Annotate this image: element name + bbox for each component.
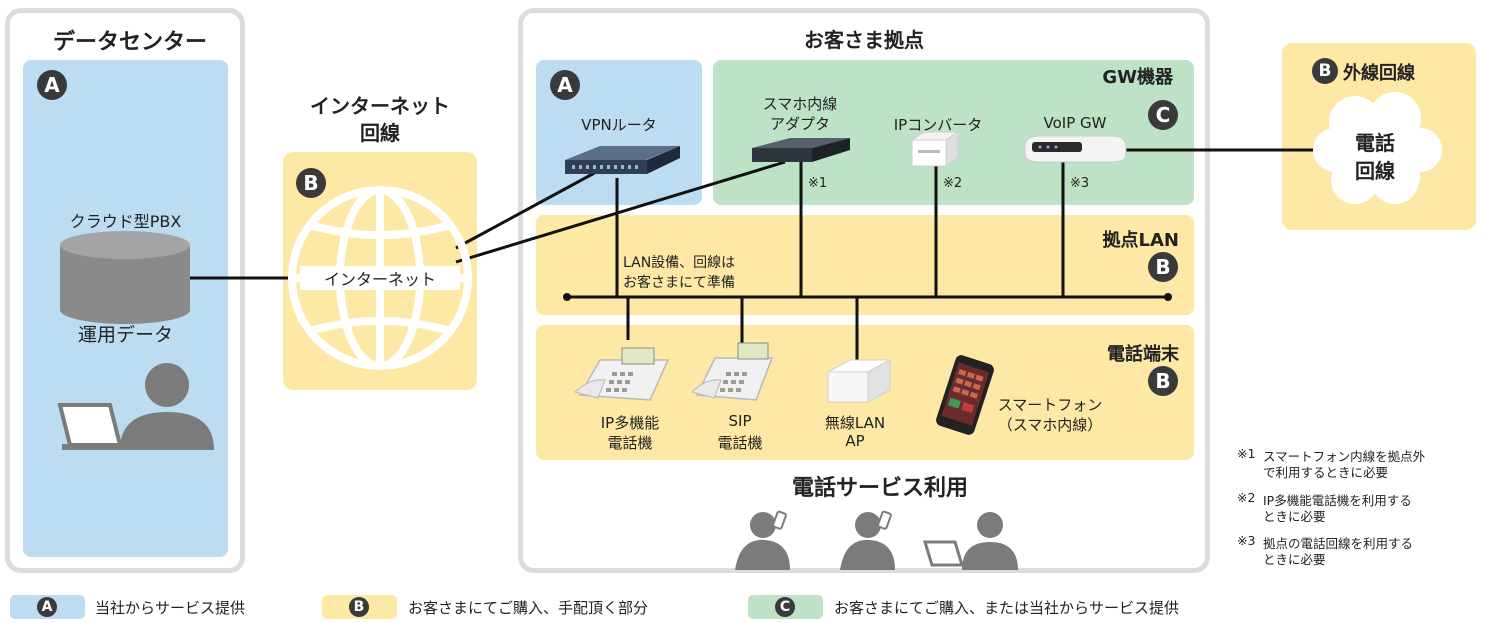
- ip-phone-label-line1: IP多機能: [600, 414, 660, 432]
- sip-phone-label-line2: 電話機: [717, 434, 763, 452]
- site-frame: [518, 8, 1210, 573]
- note-3-line1: 拠点の電話回線を利用する: [1263, 536, 1414, 551]
- terminals-title: 電話端末: [1107, 344, 1179, 365]
- lan-note-line2: お客さまにて準備: [623, 275, 735, 291]
- lan-endpoint-left: [563, 293, 571, 301]
- ap-label-line1: 無線LAN: [824, 414, 886, 432]
- note-2-line2: ときに必要: [1263, 509, 1326, 524]
- datacenter-badge: A: [37, 70, 67, 100]
- ip-converter-icon: [910, 131, 960, 167]
- smartphone-icon: [936, 355, 994, 435]
- voip-label: VoIP GW: [1043, 114, 1107, 132]
- wireless-ap-icon: [827, 359, 891, 403]
- internet-badge: B: [296, 168, 326, 198]
- legend-b-swatch: B: [322, 595, 397, 619]
- site-title: お客さま拠点: [804, 28, 924, 52]
- note-1-line2: で利用するときに必要: [1263, 465, 1389, 480]
- converter-label: IPコンバータ: [893, 116, 983, 134]
- internet-to-vpn-line: [455, 168, 601, 250]
- legend-b-text: お客さまにてご購入、手配頂く部分: [408, 599, 649, 617]
- voip-gateway-icon: [1024, 135, 1127, 163]
- pbx-label: クラウド型PBX: [69, 212, 182, 231]
- smartphone-label-line2: （スマホ内線）: [997, 416, 1103, 434]
- datacenter-frame: [5, 8, 245, 573]
- internet-title-line1: インターネット: [310, 94, 450, 118]
- converter-note-mark: ※2: [943, 176, 963, 191]
- lan-badge: B: [1148, 252, 1178, 282]
- legend-a-swatch: A: [10, 595, 85, 619]
- lan-endpoint-right: [1164, 293, 1172, 301]
- datacenter-title: データセンター: [52, 30, 207, 55]
- ip-phone-label-line2: 電話機: [607, 434, 653, 452]
- note-1-line1: スマートフォン内線を拠点外: [1263, 449, 1426, 464]
- note-2-line1: IP多機能電話機を利用する: [1263, 493, 1412, 508]
- note-2-mark: ※2: [1237, 490, 1256, 505]
- vpn-badge: A: [550, 70, 580, 100]
- external-title: 外線回線: [1343, 63, 1415, 84]
- internet-to-adapter-line: [455, 160, 786, 264]
- adapter-note-mark: ※1: [808, 176, 828, 191]
- voip-note-mark: ※3: [1070, 176, 1090, 191]
- vpn-router-label: VPNルータ: [581, 116, 657, 134]
- phone-line-label-line2: 回線: [1355, 159, 1395, 183]
- sip-phone-icon: [691, 342, 774, 401]
- cloud-icon: [1313, 92, 1442, 204]
- lan-title: 拠点LAN: [1102, 230, 1179, 251]
- external-badge: B: [1312, 58, 1338, 84]
- usage-title: 電話サービス利用: [791, 476, 968, 501]
- gw-badge: C: [1148, 100, 1178, 130]
- gw-title: GW機器: [1102, 67, 1173, 88]
- legend-a-badge: A: [37, 597, 57, 617]
- operator-laptop-icon: [57, 363, 214, 450]
- adapter-label-line2: アダプタ: [769, 115, 830, 133]
- adapter-label-line1: スマホ内線: [762, 95, 838, 113]
- legend-c-badge: C: [775, 597, 795, 617]
- smartphone-label-line1: スマートフォン: [997, 396, 1103, 414]
- note-3-line2: ときに必要: [1263, 552, 1326, 567]
- legend-c-text: お客さまにてご購入、または当社からサービス提供: [834, 599, 1180, 617]
- legend-b-badge: B: [349, 597, 369, 617]
- sip-phone-label-line1: SIP: [728, 412, 752, 430]
- terminals-badge: B: [1148, 366, 1178, 396]
- internet-label: インターネット: [300, 266, 460, 290]
- ip-phone-icon: [573, 347, 670, 401]
- connection-lines: [190, 148, 1325, 360]
- ops-data-label: 運用データ: [77, 324, 173, 346]
- adapter-device-icon: [752, 138, 850, 162]
- legend-c-swatch: C: [748, 595, 823, 619]
- ap-label-line2: AP: [845, 432, 865, 450]
- users-icon: [735, 510, 1018, 570]
- internet-title-line2: 回線: [360, 121, 400, 145]
- vpn-router-icon: [565, 146, 680, 174]
- lan-note-line1: LAN設備、回線は: [623, 255, 736, 271]
- phone-line-label-line1: 電話: [1355, 131, 1395, 155]
- note-1-mark: ※1: [1237, 446, 1256, 461]
- legend-a-text: 当社からサービス提供: [95, 599, 246, 617]
- note-3-mark: ※3: [1237, 533, 1256, 548]
- database-icon: [60, 231, 190, 324]
